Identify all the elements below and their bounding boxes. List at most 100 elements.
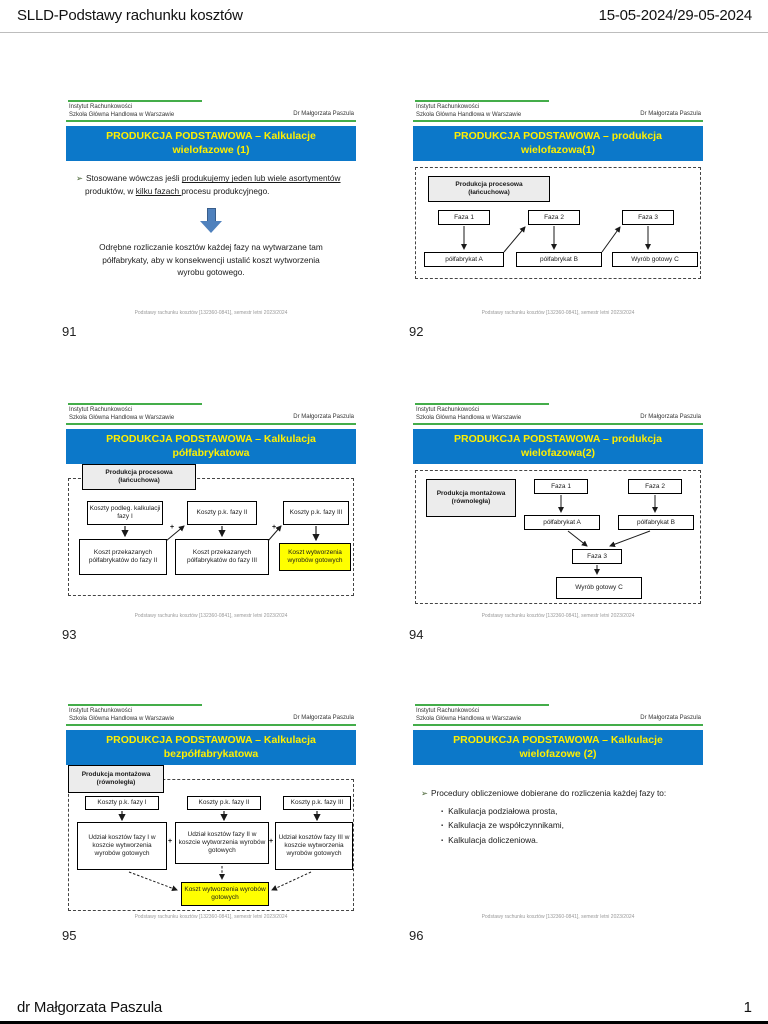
institute-line1: Instytut Rachunkowości — [69, 104, 133, 110]
institute-line2: Szkoła Główna Handlowa w Warszawie — [416, 415, 522, 422]
slide-title: PRODUKCJA PODSTAWOWA – Kalkulacja bezpół… — [66, 730, 356, 766]
slide-footnote: Podstawy rachunku kosztów [132360-0841],… — [481, 613, 635, 619]
bullet-paragraph: ➢Procedury obliczeniowe dobierane do roz… — [421, 787, 701, 799]
slide-footnote: Podstawy rachunku kosztów [132360-0841],… — [481, 310, 635, 316]
slide-page-number: 96 — [409, 928, 424, 943]
slide-title: PRODUKCJA PODSTAWOWA – Kalkulacja półfab… — [66, 429, 356, 465]
slide-title: PRODUKCJA PODSTAWOWA – Kalkulacje wielof… — [413, 730, 703, 766]
square-bullet-icon: ▪ — [441, 808, 444, 815]
slide-title: PRODUKCJA PODSTAWOWA – Kalkulacje wielof… — [66, 126, 356, 162]
institute-line1: Instytut Rachunkowości — [69, 708, 133, 714]
legend-box: Produkcja montażowa (równoległa) — [426, 479, 516, 518]
koszty-fazy2-box: Koszty p.k. fazy II — [187, 501, 257, 526]
polfabrykat-a-box: półfabrykat A — [424, 252, 504, 268]
process-flow-diagram: Produkcja procesowa (łańcuchowa) Faza 1 … — [415, 167, 701, 280]
arrow-bullet-icon: ➢ — [421, 788, 428, 799]
slide-body: Produkcja procesowa (łańcuchowa) Faza 1 … — [413, 161, 703, 307]
bullet-text: Procedury obliczeniowe dobierane do rozl… — [430, 788, 667, 799]
legend-box: Produkcja procesowa (łańcuchowa) — [428, 176, 550, 203]
legend-box: Produkcja montażowa (równoległa) — [68, 765, 164, 794]
wyrob-gotowy-box: Wyrób gotowy C — [556, 577, 642, 600]
plus-sign: + — [272, 524, 277, 532]
list-item-text: Kalkulacja doliczeniowa. — [448, 834, 539, 845]
no-semifinished-calc-diagram: Koszty p.k. fazy I Koszty p.k. fazy II K… — [68, 779, 354, 912]
faza2-box: Faza 2 — [628, 479, 682, 495]
faza1-box: Faza 1 — [534, 479, 588, 495]
slide-footnote: Podstawy rachunku kosztów [132360-0841],… — [134, 914, 288, 920]
slide-body: ➢Procedury obliczeniowe dobierane do roz… — [413, 787, 703, 933]
faza2-box: Faza 2 — [528, 210, 580, 226]
slide-body: Koszty p.k. fazy I Koszty p.k. fazy II K… — [66, 765, 356, 912]
bullet-paragraph: ➢Stosowane wówczas jeśli produkujemy jed… — [76, 172, 352, 197]
institute-line2: Szkoła Główna Handlowa w Warszawie — [69, 415, 175, 422]
institute-line1: Instytut Rachunkowości — [416, 708, 480, 714]
udzial-fazy3-box: Udział kosztów fazy III w koszcie wytwor… — [275, 822, 353, 871]
bullet-text-underlined: produkujemy jeden lub wiele asortymentów — [181, 173, 341, 184]
header-divider — [0, 32, 768, 33]
list-item: ▪Kalkulacja ze współczynnikami, — [441, 818, 703, 833]
slide-author: Dr Małgorzata Paszula — [293, 111, 354, 117]
slide-author: Dr Małgorzata Paszula — [293, 715, 354, 721]
udzial-fazy1-box: Udział kosztów fazy I w koszcie wytworze… — [77, 822, 167, 871]
page-bottom-edge — [0, 1021, 768, 1024]
arrow-bullet-icon: ➢ — [76, 173, 83, 184]
koszty-fazy3-box: Koszty p.k. fazy III — [283, 501, 349, 526]
institute-line2: Szkoła Główna Handlowa w Warszawie — [416, 112, 522, 119]
slide-title: PRODUKCJA PODSTAWOWA – produkcja wielofa… — [413, 429, 703, 465]
institute-line2: Szkoła Główna Handlowa w Warszawie — [416, 716, 522, 723]
slide-title: PRODUKCJA PODSTAWOWA – produkcja wielofa… — [413, 126, 703, 162]
polfabrykat-b-box: półfabrykat B — [516, 252, 602, 268]
slide-footnote: Podstawy rachunku kosztów [132360-0841],… — [481, 914, 635, 920]
legend-box: Produkcja procesowa (łańcuchowa) — [82, 464, 196, 491]
conclusion-text: Odrębne rozliczanie kosztów każdej fazy … — [99, 242, 323, 278]
document-header-title: SLLD-Podstawy rachunku kosztów — [17, 7, 243, 24]
document-footer-author: dr Małgorzata Paszula — [17, 999, 163, 1016]
slide-page-number: 91 — [62, 324, 77, 339]
institute-line2: Szkoła Główna Handlowa w Warszawie — [69, 112, 175, 119]
koszt-przekazany-2-box: Koszt przekazanych półfabrykatów do fazy… — [79, 539, 167, 576]
square-bullet-icon: ▪ — [441, 823, 444, 830]
koszty-fazy1-box: Koszty podleg. kalkulacji fazy I — [87, 501, 163, 526]
list-item: ▪Kalkulacja podziałowa prosta, — [441, 804, 703, 819]
document-footer-page-number: 1 — [743, 999, 752, 1016]
square-bullet-icon: ▪ — [441, 837, 444, 844]
calc-methods-list: ▪Kalkulacja podziałowa prosta, ▪Kalkulac… — [441, 804, 703, 848]
slide-page-number: 94 — [409, 627, 424, 642]
udzial-fazy2-box: Udział kosztów fazy II w koszcie wytworz… — [175, 822, 269, 865]
institute-line1: Instytut Rachunkowości — [69, 407, 133, 413]
document-header-dates: 15-05-2024/29-05-2024 — [598, 7, 753, 24]
slide-author: Dr Małgorzata Paszula — [640, 111, 701, 117]
slide-author: Dr Małgorzata Paszula — [640, 414, 701, 420]
koszty-fazy2-box: Koszty p.k. fazy II — [187, 796, 261, 811]
blue-down-arrow-icon — [200, 208, 222, 234]
slide-body: Koszty podleg. kalkulacji fazy I Koszty … — [66, 464, 356, 610]
wyrob-gotowy-box: Wyrób gotowy C — [612, 252, 698, 268]
bullet-text-underlined: kilku fazach — [135, 185, 182, 196]
slide-page-number: 92 — [409, 324, 424, 339]
slide-page-number: 95 — [62, 928, 77, 943]
slide-footnote: Podstawy rachunku kosztów [132360-0841],… — [134, 310, 288, 316]
polfabrykat-a-box: półfabrykat A — [524, 515, 600, 531]
koszty-fazy3-box: Koszty p.k. fazy III — [283, 796, 351, 811]
bullet-text: Stosowane wówczas jeśli — [85, 173, 182, 184]
koszty-fazy1-box: Koszty p.k. fazy I — [85, 796, 159, 811]
koszt-przekazany-3-box: Koszt przekazanych półfabrykatów do fazy… — [175, 539, 269, 576]
semifinished-calc-diagram: Koszty podleg. kalkulacji fazy I Koszty … — [68, 478, 354, 597]
slide-footnote: Podstawy rachunku kosztów [132360-0841],… — [134, 613, 288, 619]
faza3-box: Faza 3 — [622, 210, 674, 226]
